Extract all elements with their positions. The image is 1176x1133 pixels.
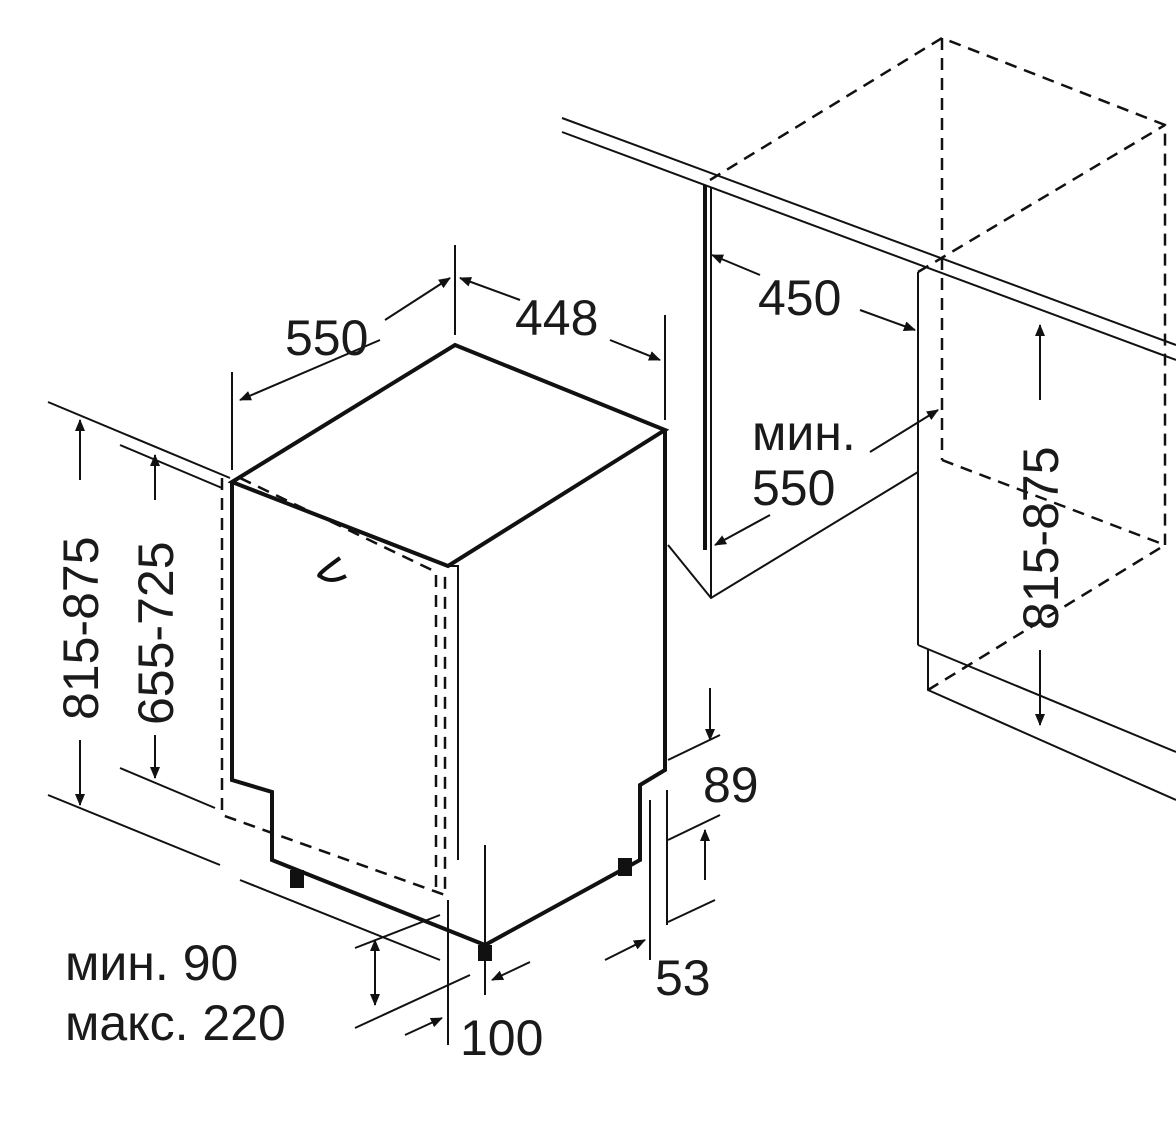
- plinth-max-label: макс. 220: [65, 995, 286, 1051]
- niche-outline: [709, 36, 1167, 692]
- foot-offset-label: 100: [460, 1010, 543, 1066]
- door-height-label: 655-725: [128, 542, 184, 726]
- dishwasher: [220, 342, 670, 961]
- dimension-lines: [47, 245, 1045, 1045]
- depth-label: 550: [285, 310, 368, 366]
- niche-depth-prefix: мин.: [752, 405, 856, 461]
- foot: [618, 858, 632, 876]
- total-height-left-label: 815-875: [53, 537, 109, 721]
- plinth-height-label: 89: [703, 757, 759, 813]
- kitchen-cabinet: [561, 117, 1176, 801]
- niche-width-label: 450: [758, 270, 841, 326]
- total-height-right-label: 815-875: [1013, 447, 1069, 631]
- door-handle: [317, 556, 347, 582]
- plinth-offset-label: 53: [655, 950, 711, 1006]
- foot: [290, 870, 304, 888]
- width-label: 448: [515, 290, 598, 346]
- plinth-min-label: мин. 90: [65, 935, 238, 991]
- niche-depth-label: 550: [752, 460, 835, 516]
- foot: [478, 945, 492, 961]
